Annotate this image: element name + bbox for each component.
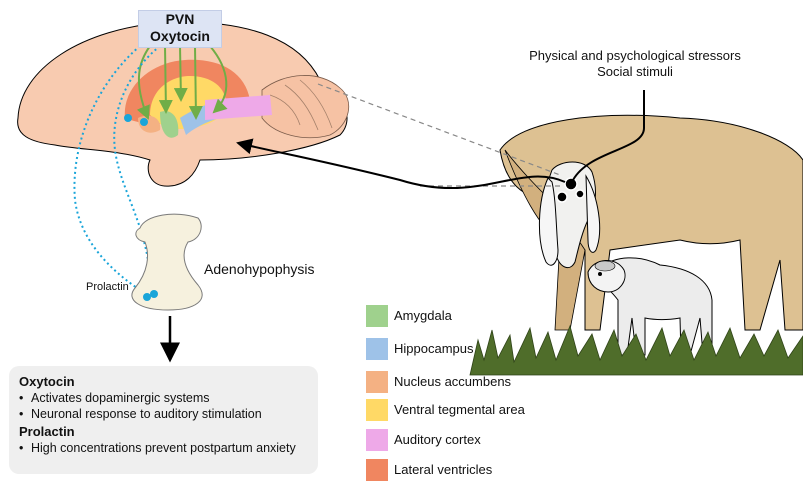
- prolactin-effects-title: Prolactin: [19, 424, 75, 439]
- legend-label: Ventral tegmental area: [394, 402, 525, 417]
- legend-label: Lateral ventricles: [394, 462, 492, 477]
- lamb-illustration: [588, 258, 712, 355]
- prolactin-cell-dot: [143, 293, 151, 301]
- oxytocin-effect-item: •Neuronal response to auditory stimulati…: [19, 407, 315, 422]
- prolactin-cell-dot: [140, 118, 148, 126]
- oxytocin-effect-item: •Activates dopaminergic systems: [19, 391, 315, 406]
- swatch-hippocampus: [366, 338, 388, 360]
- stressors-line1: Physical and psychological stressors: [500, 48, 770, 64]
- adenohypophysis-shape: [132, 214, 202, 310]
- swatch-ventral-tegmental-area: [366, 399, 388, 421]
- legend-label: Amygdala: [394, 308, 452, 323]
- prolactin-label: Prolactin: [86, 281, 129, 293]
- swatch-amygdala: [366, 305, 388, 327]
- prolactin-cell-dot: [150, 290, 158, 298]
- oxytocin-label: Oxytocin: [139, 28, 221, 45]
- swatch-lateral-ventricles: [366, 459, 388, 481]
- legend-item-lateral-ventricles: Lateral ventricles: [366, 459, 606, 481]
- prolactin-effect-item: •High concentrations prevent postpartum …: [19, 441, 315, 456]
- pvn-oxytocin-box: PVN Oxytocin: [138, 10, 222, 48]
- legend-item-nucleus-accumbens: Nucleus accumbens: [366, 371, 606, 393]
- stressors-line2: Social stimuli: [500, 64, 770, 80]
- legend-item-amygdala: Amygdala: [366, 305, 606, 327]
- legend-label: Hippocampus: [394, 341, 474, 356]
- prolactin-cell-dot: [124, 114, 132, 122]
- swatch-auditory-cortex: [366, 429, 388, 451]
- stressors-label: Physical and psychological stressors Soc…: [500, 48, 770, 80]
- swatch-nucleus-accumbens: [366, 371, 388, 393]
- oxytocin-effects-title: Oxytocin: [19, 374, 75, 389]
- legend-label: Auditory cortex: [394, 432, 481, 447]
- legend-item-ventral-tegmental-area: Ventral tegmental area: [366, 399, 606, 421]
- hormone-effects-box: Oxytocin •Activates dopaminergic systems…: [9, 366, 318, 474]
- pvn-label: PVN: [139, 11, 221, 28]
- legend-label: Nucleus accumbens: [394, 374, 511, 389]
- adenohypophysis-label: Adenohypophysis: [204, 261, 315, 277]
- legend-item-auditory-cortex: Auditory cortex: [366, 429, 606, 451]
- legend-item-hippocampus: Hippocampus: [366, 338, 606, 360]
